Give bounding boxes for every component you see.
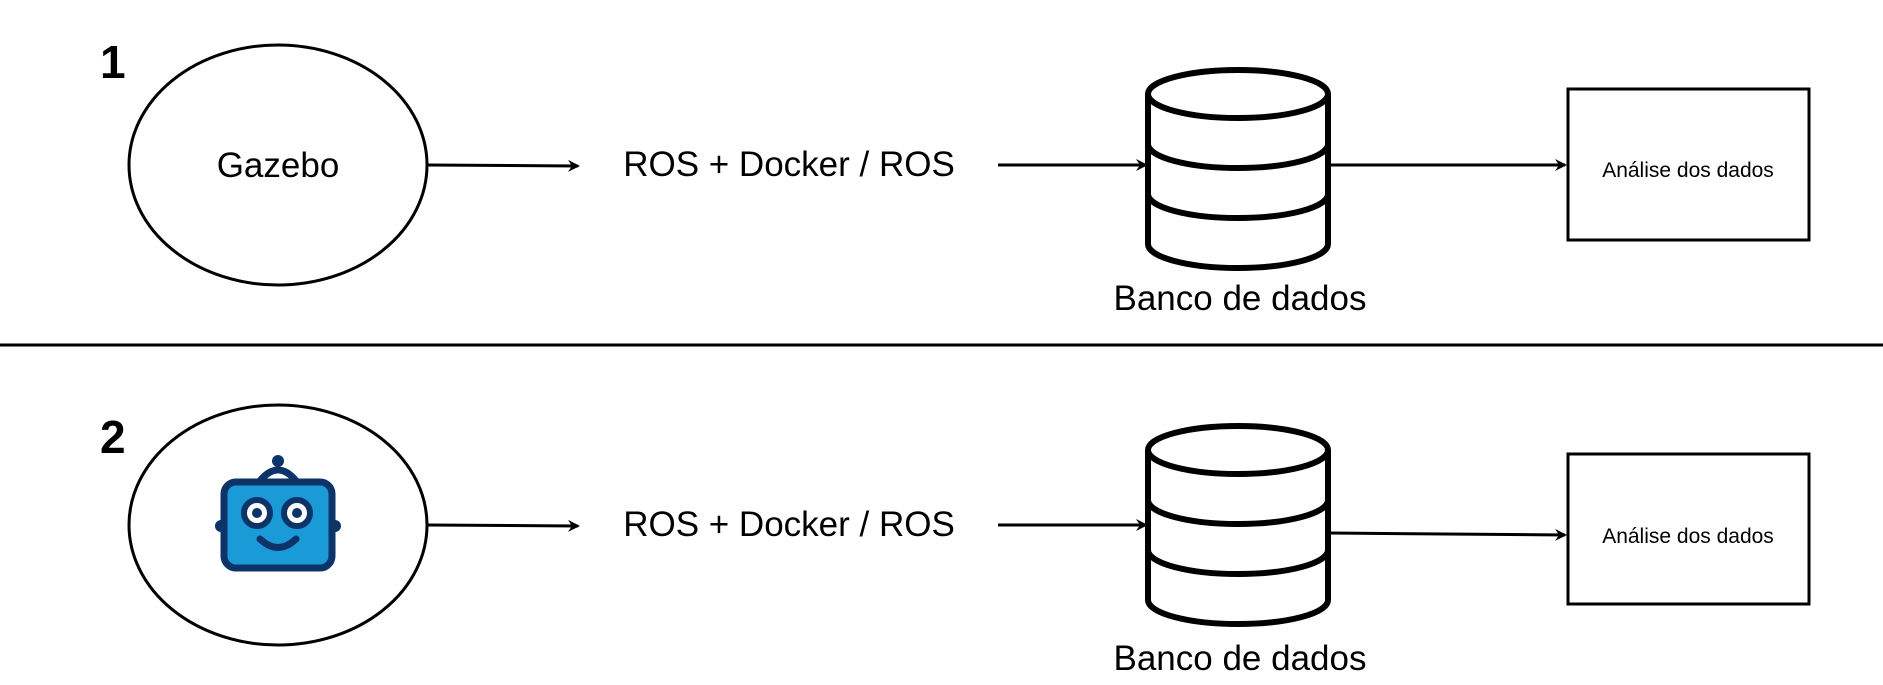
analysis-box-1 <box>1566 87 1811 242</box>
row-number-1: 1 <box>100 36 126 88</box>
analysis-box-2 <box>1566 452 1811 606</box>
database-label-1: Banco de dados <box>1114 279 1367 318</box>
row-1: 1 Gazebo ROS + Docker / ROS Banco de dad… <box>100 36 1811 318</box>
database-icon <box>1145 67 1331 271</box>
row-2: 2 ROS + Docker / ROS <box>100 403 1811 678</box>
middleware-label-1: ROS + Docker / ROS <box>623 145 955 184</box>
middleware-label-2: ROS + Docker / ROS <box>623 505 955 544</box>
gazebo-ellipse <box>127 43 429 287</box>
analysis-label-2: Análise dos dados <box>1602 525 1774 548</box>
arrow-source-to-middleware-1 <box>427 159 580 172</box>
arrow-database-to-analysis-2 <box>1329 528 1567 541</box>
database-icon <box>1145 423 1331 627</box>
analysis-label-1: Análise dos dados <box>1602 159 1774 182</box>
arrow-source-to-middleware-2 <box>427 519 580 532</box>
row-number-2: 2 <box>100 411 126 463</box>
source-label-gazebo: Gazebo <box>217 146 340 185</box>
database-label-2: Banco de dados <box>1114 639 1367 678</box>
robot-icon <box>215 455 341 572</box>
